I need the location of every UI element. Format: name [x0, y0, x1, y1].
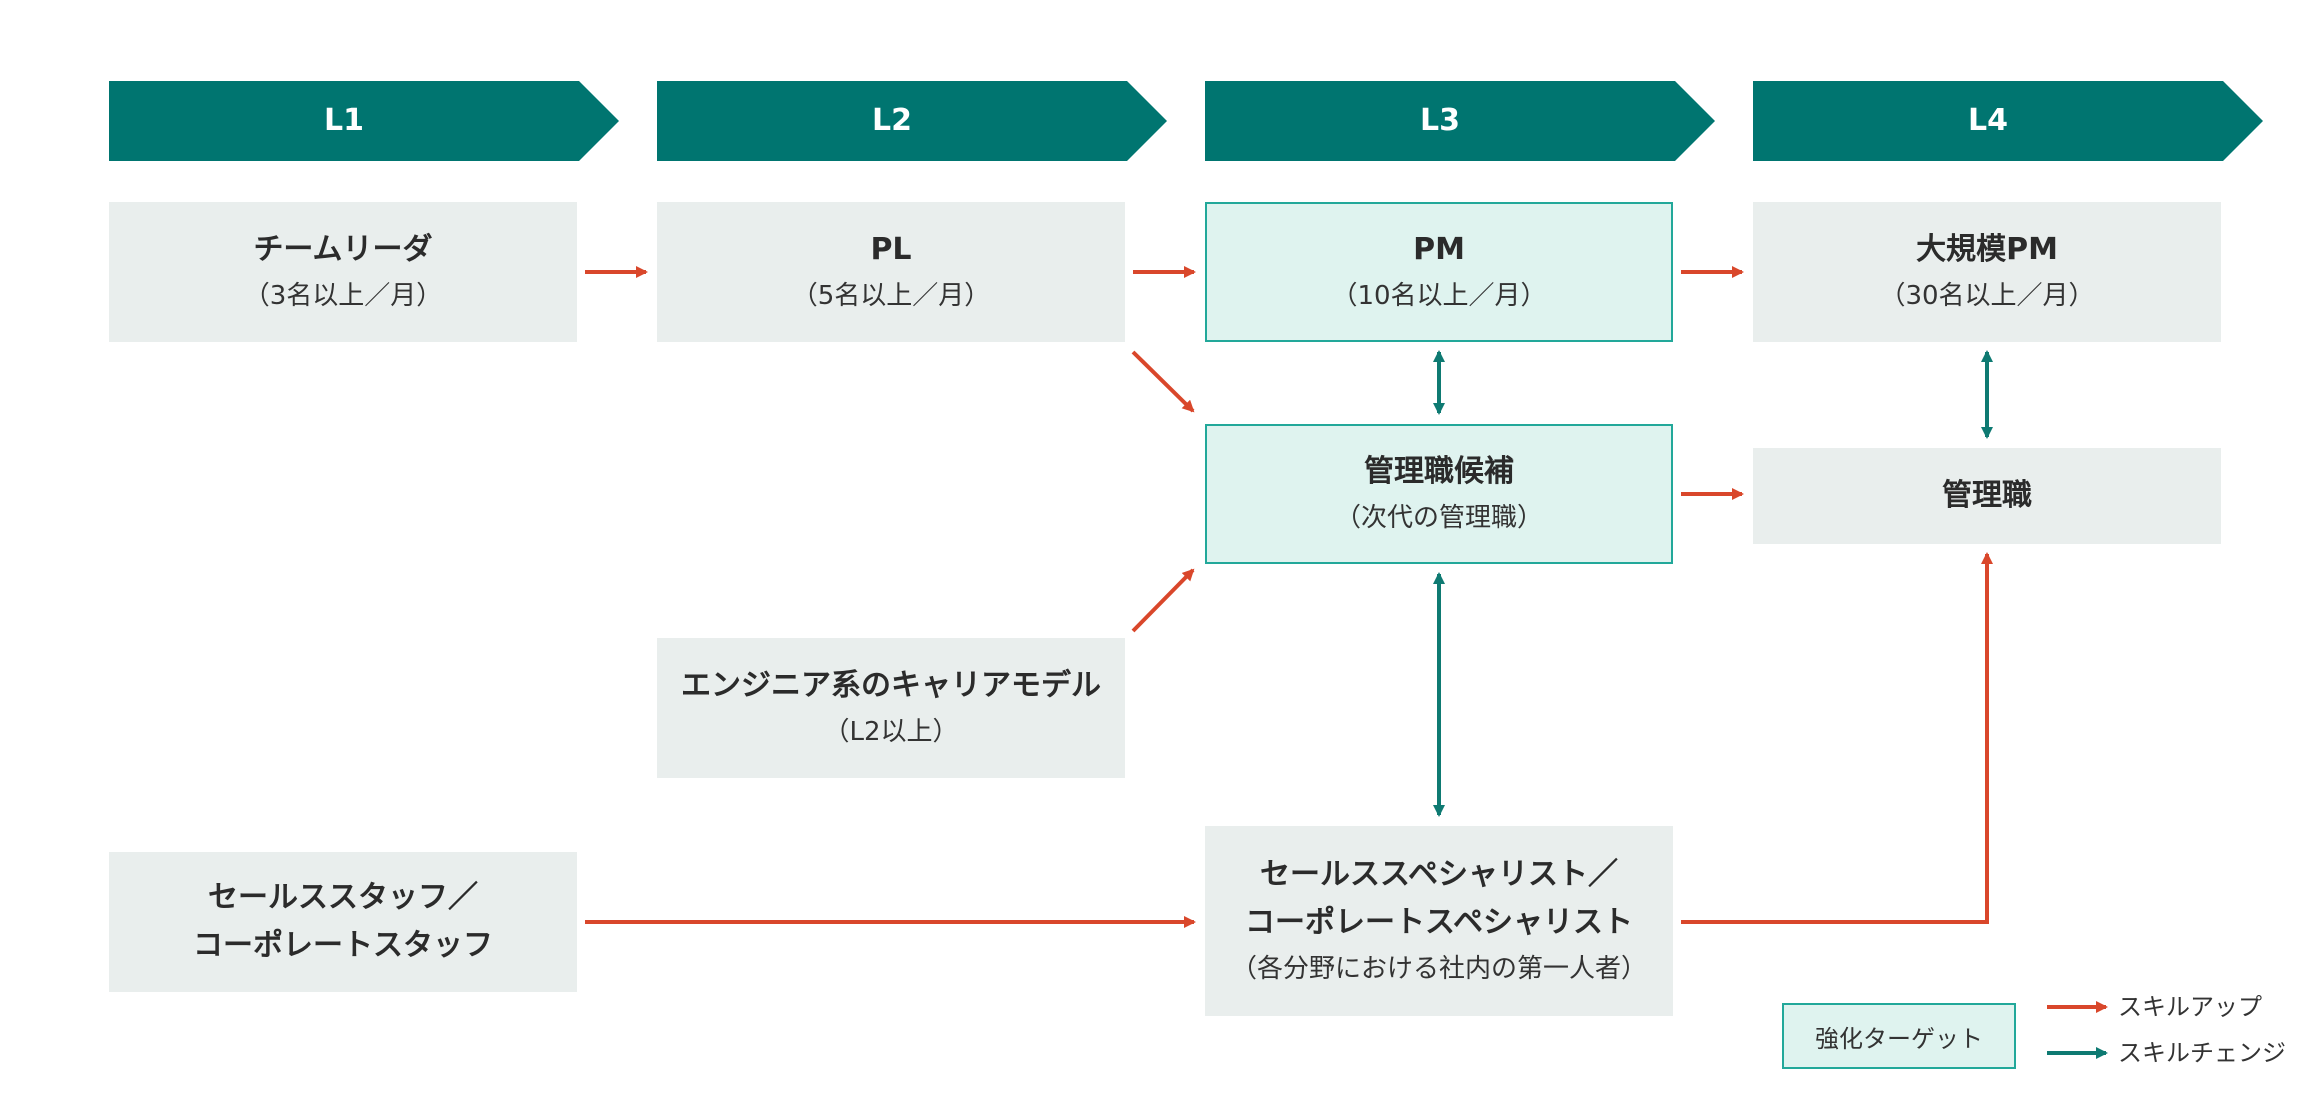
node-title: エンジニア系のキャリアモデル	[681, 668, 1101, 703]
node-subtitle: （次代の管理職）	[1334, 503, 1543, 533]
arrow-specialist-to-manager	[1681, 552, 1993, 924]
level-header-l1: L1	[109, 81, 619, 161]
node-subtitle: （30名以上／月）	[1879, 281, 2095, 311]
legend-skill-up-label: スキルアップ	[2118, 993, 2262, 1021]
node-title: チームリーダ	[253, 232, 433, 267]
node-title: 管理職候補	[1364, 454, 1514, 489]
node-sales-staff: セールススタッフ／ コーポレートスタッフ	[109, 852, 577, 992]
node-title: PM	[1413, 232, 1465, 267]
legend-target-label: 強化ターゲット	[1815, 1024, 1983, 1053]
level-label: L1	[324, 103, 364, 138]
arrow-engineer-to-manager-candidate	[1131, 568, 1195, 633]
node-team-leader: チームリーダ （3名以上／月）	[109, 202, 577, 342]
node-manager: 管理職	[1753, 448, 2221, 544]
node-subtitle: （3名以上／月）	[243, 281, 443, 311]
level-header-l2: L2	[657, 81, 1167, 161]
level-label: L3	[1420, 103, 1460, 138]
level-label: L4	[1968, 103, 2008, 138]
legend-target-box: 強化ターゲット	[1782, 1003, 2016, 1069]
node-specialist: セールススペシャリスト／ コーポレートスペシャリスト （各分野における社内の第一…	[1205, 826, 1673, 1016]
node-large-pm: 大規模PM （30名以上／月）	[1753, 202, 2221, 342]
node-pl: PL （5名以上／月）	[657, 202, 1125, 342]
node-subtitle: （10名以上／月）	[1331, 281, 1547, 311]
legend-skill-change-label: スキルチェンジ	[2118, 1039, 2286, 1067]
node-title-line1: セールススペシャリスト／	[1260, 857, 1618, 892]
level-label: L2	[872, 103, 912, 138]
node-title-line1: セールススタッフ／	[208, 880, 478, 915]
node-engineer-career: エンジニア系のキャリアモデル （L2以上）	[657, 638, 1125, 778]
node-title: 大規模PM	[1916, 232, 2058, 267]
level-header-l4: L4	[1753, 81, 2263, 161]
node-subtitle: （5名以上／月）	[791, 281, 991, 311]
node-subtitle: （各分野における社内の第一人者）	[1230, 954, 1647, 984]
node-title: PL	[870, 232, 912, 267]
node-title-line2: コーポレートスペシャリスト	[1245, 905, 1633, 940]
node-title-line2: コーポレートスタッフ	[193, 928, 493, 963]
node-subtitle: （L2以上）	[823, 717, 959, 747]
node-manager-candidate: 管理職候補 （次代の管理職）	[1205, 424, 1673, 564]
node-pm: PM （10名以上／月）	[1205, 202, 1673, 342]
level-header-l3: L3	[1205, 81, 1715, 161]
node-title: 管理職	[1942, 478, 2032, 513]
arrow-pl-to-manager-candidate	[1131, 350, 1195, 413]
